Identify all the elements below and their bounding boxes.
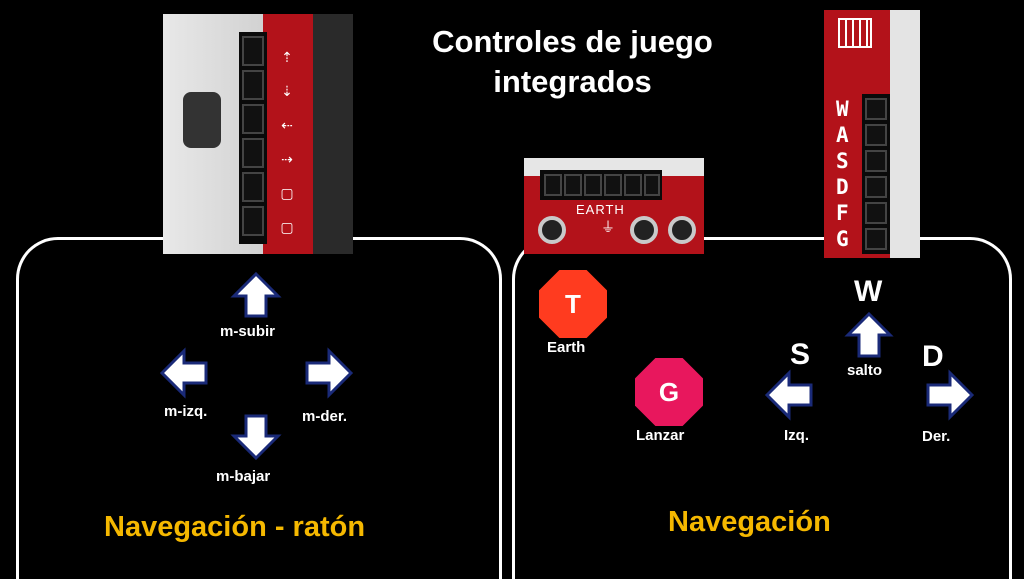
move-right-arrow-icon <box>926 369 975 421</box>
mouse-left-arrow-icon <box>159 347 208 399</box>
label-move-right: Der. <box>922 428 951 445</box>
keyboard-symbol-icon <box>838 18 872 48</box>
pin-header-horizontal <box>540 170 662 200</box>
silk-left-icon: ⇠ <box>281 117 293 133</box>
silk-mouse-left-icon: ▢ <box>280 185 294 201</box>
title-line-2: integrados <box>493 64 652 99</box>
label-earth: Earth <box>547 339 586 356</box>
right-panel-heading: Navegación <box>668 506 831 538</box>
silkscreen-arrows: ⇡ ⇣ ⇠ ⇢ ▢ ▢ <box>275 40 299 235</box>
earth-key-badge: T <box>539 270 607 338</box>
label-throw: Lanzar <box>636 427 685 444</box>
label-mouse-right: m-der. <box>302 408 348 425</box>
move-left-arrow-icon <box>764 369 813 421</box>
key-d: D <box>922 340 944 373</box>
board-component <box>183 92 221 148</box>
silk-mouse-right-icon: ▢ <box>280 219 294 235</box>
throw-key-badge: G <box>635 358 703 426</box>
label-mouse-down: m-bajar <box>216 468 271 485</box>
silk-up-icon: ⇡ <box>281 49 293 65</box>
silk-wasdfg-label: WASDFG <box>836 97 849 251</box>
left-panel-heading: Navegación - ratón <box>104 511 366 543</box>
silk-down-icon: ⇣ <box>281 83 293 99</box>
key-s: S <box>790 338 811 371</box>
mouse-up-arrow-icon <box>230 271 282 318</box>
board-photo-right: WASDFG <box>824 10 920 258</box>
label-mouse-left: m-izq. <box>164 403 208 420</box>
label-move-left: Izq. <box>784 427 809 444</box>
ground-symbol-icon: ⏚ <box>601 219 615 235</box>
label-jump: salto <box>847 362 883 379</box>
mouse-down-arrow-icon <box>230 414 282 461</box>
title-line-1: Controles de juego <box>432 24 713 59</box>
page-title: Controles de juego integrados <box>380 22 765 102</box>
board-photo-left: ⇡ ⇣ ⇠ ⇢ ▢ ▢ <box>163 14 353 254</box>
pin-header-vertical <box>862 94 890 254</box>
board-hole <box>630 216 658 244</box>
board-photo-center: EARTH ⏚ <box>524 158 704 254</box>
key-w: W <box>854 275 883 308</box>
keyboard-navigation-panel <box>512 237 1012 579</box>
board-hole <box>668 216 696 244</box>
silk-right-icon: ⇢ <box>281 151 293 167</box>
mouse-right-arrow-icon <box>305 347 354 399</box>
label-mouse-up: m-subir <box>220 323 276 340</box>
silk-earth-label: EARTH <box>576 202 625 217</box>
board-hole <box>538 216 566 244</box>
jump-up-arrow-icon <box>844 311 894 358</box>
pin-header <box>239 32 267 244</box>
